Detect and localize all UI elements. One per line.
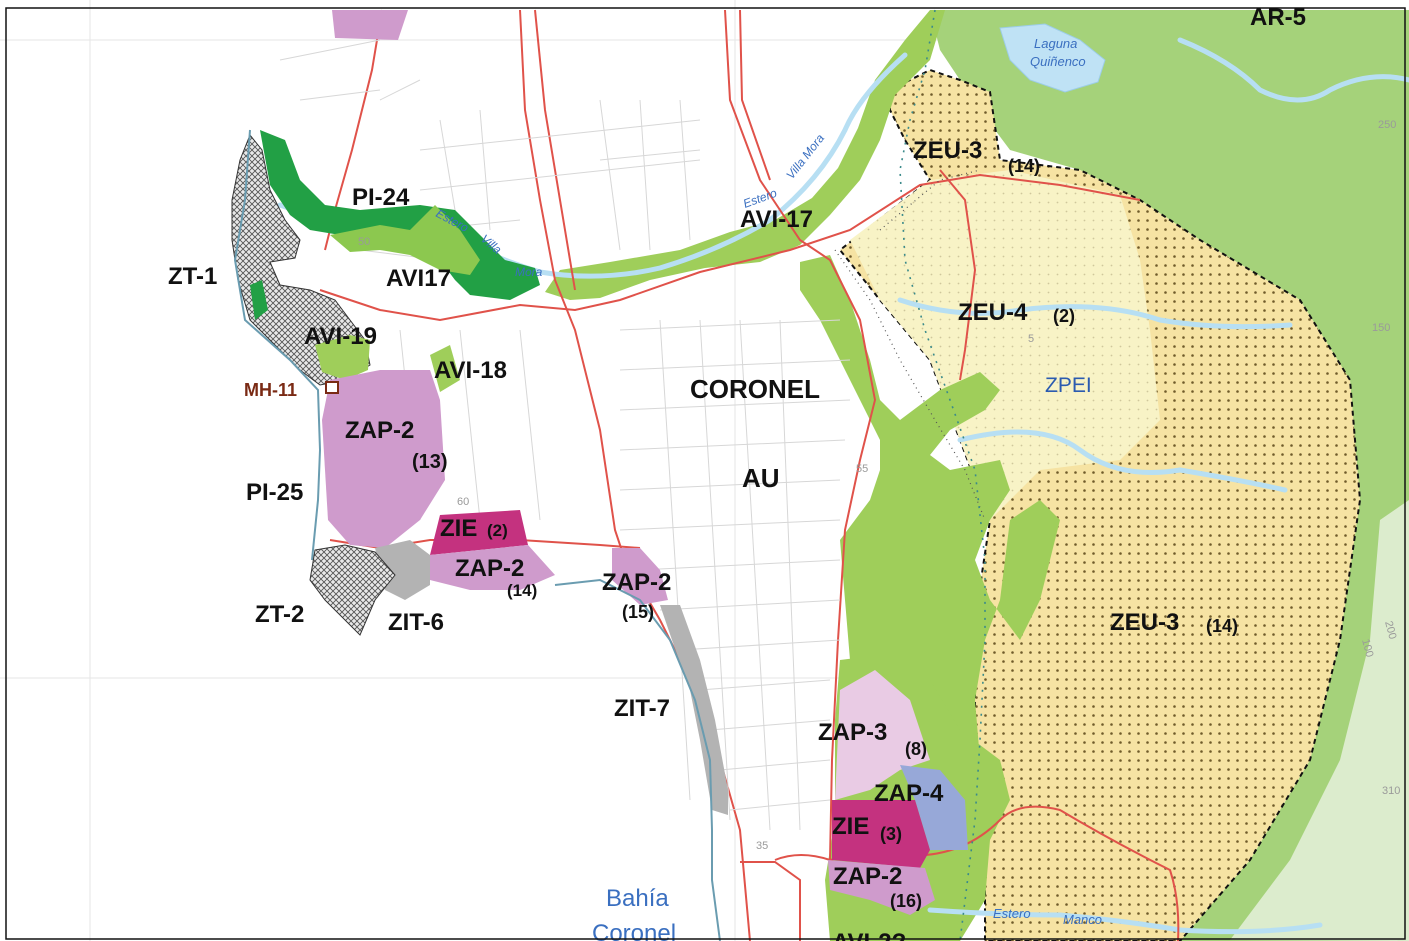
zeu3-top-number: (14): [1008, 156, 1040, 176]
zie2-label: ZIE: [440, 515, 477, 542]
zap2-14-zone-area: [430, 545, 555, 590]
estero-manco-label: Estero: [993, 906, 1031, 921]
zeu4-stream-3: [1177, 37, 1409, 103]
zt1-green-strip: [250, 280, 268, 320]
zone-boundary-line: [834, 169, 986, 521]
avi-green-corridor: [545, 10, 945, 300]
zit6-zone-area: [375, 540, 430, 600]
laguna-quinenco-water: [999, 23, 1106, 93]
avi18-label: AVI-18: [434, 357, 507, 384]
zap2-13-label: ZAP-2: [345, 417, 414, 444]
avi-green-valley: [800, 255, 1060, 870]
zap-zone-top-fragment: [332, 10, 408, 40]
zap2-16-zone-area: [828, 860, 935, 915]
south-coastline: [554, 578, 721, 941]
zap4-zone-area: [900, 765, 968, 850]
contour-label: 5: [1028, 333, 1034, 345]
contour-labels: 50 60 55 35 5 250 150 200 100 310: [358, 119, 1400, 852]
zap2-15-zone-area: [612, 548, 668, 605]
coastline: [233, 129, 322, 561]
laguna-label: Quiñenco: [1030, 54, 1086, 69]
contour-label: 55: [856, 463, 868, 475]
zap3-number: (8): [905, 739, 927, 759]
zap2-15-number: (15): [622, 602, 654, 622]
zap2-14-label: ZAP-2: [455, 555, 524, 582]
zap4-label: ZAP-4: [874, 780, 944, 807]
zap2-16-label: ZAP-2: [833, 863, 902, 890]
zeu3-main-number: (14): [1206, 616, 1238, 636]
zpei-label: ZPEI: [1045, 374, 1092, 397]
zap2-14-number: (14): [507, 581, 537, 600]
pi24-label: PI-24: [352, 184, 410, 211]
zeu4-stream-1: [897, 297, 1293, 330]
estero-villa-label: Mora: [515, 265, 543, 279]
map-frame: [5, 7, 1406, 940]
zie3-label: ZIE: [832, 813, 869, 840]
contour-label: 310: [1382, 785, 1400, 797]
avi18-zone-area: [430, 345, 460, 392]
zie3-number: (3): [880, 824, 902, 844]
bahia-label: Bahía: [606, 885, 669, 912]
estero-manco-label: Manco: [1063, 912, 1102, 927]
zeu4-label: ZEU-4: [958, 299, 1028, 326]
water-labels: Laguna Quiñenco Estero Villa Mora Estero…: [434, 36, 1102, 941]
zeu4-stream-2: [957, 429, 1288, 493]
zap2-15-label: ZAP-2: [602, 569, 671, 596]
zit7-label: ZIT-7: [614, 695, 670, 722]
coronel-label: CORONEL: [690, 374, 820, 404]
zie2-number: (2): [487, 521, 508, 540]
avi17-zone-area: [330, 205, 480, 275]
urban-street-grid: [279, 39, 851, 831]
avi17-west-label: AVI17: [386, 265, 451, 292]
contour-label: 35: [756, 840, 768, 852]
avi17-east-label: AVI-17: [740, 206, 813, 233]
zt2-label: ZT-2: [255, 601, 304, 628]
avi19-label: AVI-19: [304, 323, 377, 350]
laguna-label: Laguna: [1034, 36, 1077, 51]
contour-label: 250: [1378, 119, 1396, 131]
zie2-zone-area: [430, 510, 528, 555]
estero-manco-river: [927, 907, 1323, 935]
pi25-label: PI-25: [246, 479, 303, 506]
avi-bottom-label: AVI-2?: [832, 929, 906, 941]
mh11-label: MH-11: [244, 380, 297, 400]
zeu3-top-label: ZEU-3: [913, 137, 982, 164]
zap2-13-number: (13): [412, 451, 448, 473]
contour-label: 60: [457, 496, 469, 508]
avi19-zone-area: [315, 335, 370, 380]
zap2-13-zone-area: [322, 370, 445, 548]
contour-label: 150: [1372, 322, 1390, 334]
au-label: AU: [742, 463, 780, 493]
contour-label: 50: [358, 236, 370, 248]
monument-marker-icon: [325, 381, 339, 394]
zap2-16-number: (16): [890, 891, 922, 911]
zeu3-main-label: ZEU-3: [1110, 609, 1179, 636]
zt2-zone-area: [309, 544, 396, 636]
zie3-zone-area: [832, 800, 930, 868]
zt1-label: ZT-1: [168, 263, 217, 290]
forest-clearing-east: [1230, 500, 1409, 941]
zone-labels: AR-5 PI-24 ZT-1 AVI17 AVI-19 AVI-18 MH-1…: [168, 4, 1306, 941]
contour-label: 200: [1382, 620, 1398, 641]
contour-label: 100: [1359, 638, 1375, 659]
zit6-label: ZIT-6: [388, 609, 444, 636]
zpei-boundary-line: [899, 9, 986, 941]
zeu4-zone-area: [850, 170, 1160, 520]
forest-area-east: [930, 10, 1409, 941]
zap3-label: ZAP-3: [818, 719, 887, 746]
zeu4-number: (2): [1053, 306, 1075, 326]
bahia-label: Coronel: [592, 920, 676, 941]
